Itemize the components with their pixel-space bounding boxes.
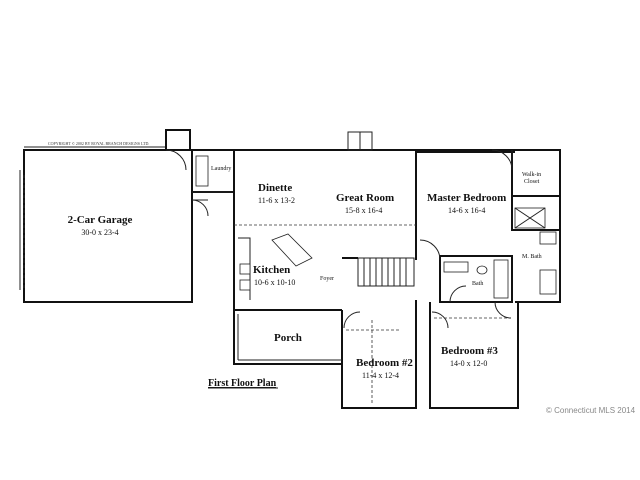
kitchen-fixtures [238, 233, 313, 300]
kitchen-label: Kitchen [253, 264, 290, 276]
kitchen-dims: 10-6 x 10-10 [254, 278, 295, 287]
master-bath-label: M. Bath [522, 254, 542, 260]
walk-in-closet-label-2: Closet [524, 179, 540, 185]
patio-door [347, 131, 373, 151]
mls-watermark: © Connecticut MLS 2014 [546, 406, 636, 415]
garage-dims: 30-0 x 23-4 [81, 228, 118, 237]
master-bedroom-label: Master Bedroom [427, 192, 506, 204]
house-walls [192, 149, 561, 409]
dinette-label: Dinette [258, 182, 292, 194]
bath-label: Bath [472, 281, 483, 287]
laundry [191, 149, 235, 217]
bedroom3-dims: 14-0 x 12-0 [450, 359, 487, 368]
bedroom2-door-swing [343, 311, 361, 329]
walk-in-closet-label-1: Walk-in [522, 172, 541, 178]
bedroom2-label: Bedroom #2 [356, 357, 413, 369]
plan-title: First Floor Plan [208, 378, 277, 389]
stairs [342, 257, 415, 287]
laundry-label: Laundry [211, 166, 231, 172]
bedroom3-label: Bedroom #3 [441, 345, 498, 357]
porch-label: Porch [274, 332, 302, 344]
bedroom3-door-swing [431, 311, 449, 329]
bedroom2-dims: 11-4 x 12-4 [362, 371, 399, 380]
foyer-label: Foyer [320, 276, 334, 282]
garage [19, 129, 193, 303]
great-room-dims: 15-8 x 16-4 [345, 206, 382, 215]
master-suite-walls [491, 149, 561, 295]
copyright-banner: COPYRIGHT © 2002 BY ROYAL BRANCH DESIGNS… [48, 141, 149, 146]
hall-bath [419, 239, 513, 303]
dinette-dims: 11-6 x 13-2 [258, 196, 295, 205]
great-room-label: Great Room [336, 192, 394, 204]
bedroom3-closet-swing [494, 301, 512, 319]
master-bedroom-dims: 14-6 x 16-4 [448, 206, 485, 215]
garage-label: 2-Car Garage [68, 214, 133, 226]
